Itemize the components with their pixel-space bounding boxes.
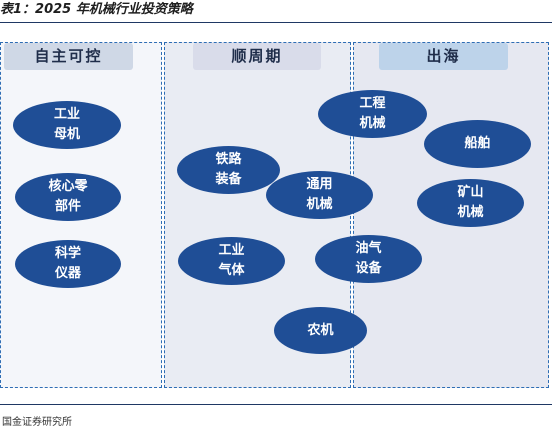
node-general-machinery: 通用 机械 <box>266 171 373 219</box>
column-header-self-reliance: 自主可控 <box>4 43 133 70</box>
node-core-components: 核心零 部件 <box>15 173 121 221</box>
column-header-pro-cyclical: 顺周期 <box>193 43 321 70</box>
node-machine-tools: 工业 母机 <box>13 101 121 149</box>
node-oil-gas-equipment: 油气 设备 <box>315 235 422 283</box>
source-note: 国金证券研究所 <box>2 417 72 428</box>
node-scientific-instruments: 科学 仪器 <box>15 240 121 288</box>
footer-rule <box>0 404 552 405</box>
node-agricultural-machinery: 农机 <box>274 307 367 354</box>
node-mining-machinery: 矿山 机械 <box>417 179 524 227</box>
figure-title: 表1：2025 年机械行业投资策略 <box>0 2 193 17</box>
node-construction-machinery: 工程 机械 <box>318 90 427 138</box>
column-header-going-overseas: 出海 <box>379 43 508 70</box>
title-rule <box>0 22 552 23</box>
node-ships: 船舶 <box>424 120 531 168</box>
node-railway-equipment: 铁路 装备 <box>177 146 280 194</box>
node-industrial-gas: 工业 气体 <box>178 237 285 285</box>
